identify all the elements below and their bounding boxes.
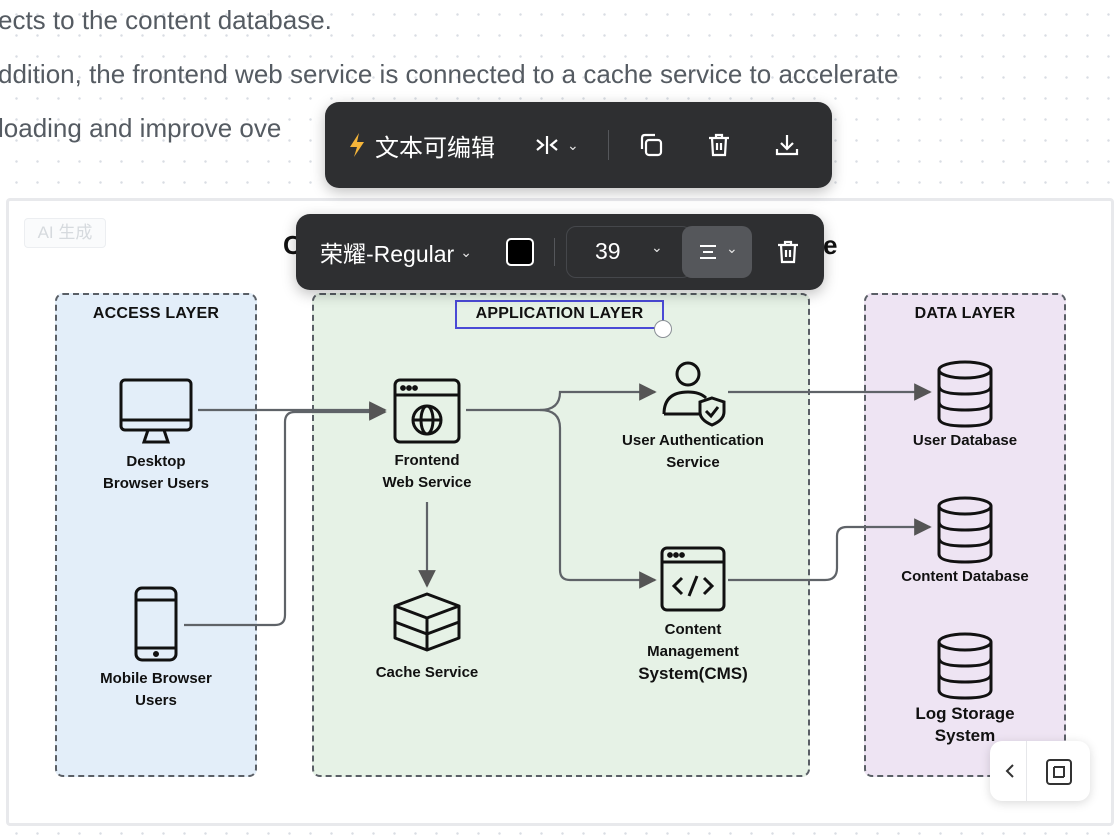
flip-dropdown-button[interactable]: ⌄ <box>533 130 579 160</box>
resize-handle[interactable] <box>654 320 672 338</box>
control-divider <box>1026 741 1027 801</box>
content-database-label[interactable]: Content Database <box>901 568 1029 585</box>
download-icon <box>775 135 799 156</box>
toolbar-divider <box>608 130 609 160</box>
flip-icon <box>536 136 558 154</box>
editable-text-button[interactable]: 文本可编辑 <box>347 130 495 162</box>
user-shield-icon <box>662 361 726 427</box>
trash-icon <box>709 133 729 157</box>
delete-text-button[interactable] <box>772 236 804 268</box>
font-size-dropdown[interactable]: 39 ⌄ <box>566 226 692 278</box>
diagram-title-right[interactable]: e <box>823 230 838 260</box>
ai-generated-badge: AI 生成 <box>24 218 106 248</box>
log-storage-database-icon <box>937 632 993 700</box>
code-window-icon <box>660 546 726 612</box>
chevron-left-icon <box>1005 764 1014 778</box>
application-layer-title[interactable]: APPLICATION LAYER <box>475 305 644 322</box>
collapse-button[interactable] <box>1000 759 1020 783</box>
download-button[interactable] <box>771 130 803 160</box>
desktop-monitor-icon <box>119 378 193 444</box>
document-line-2: ddition, the frontend web service is con… <box>0 59 899 89</box>
object-toolbar: 文本可编辑 ⌄ <box>325 102 832 188</box>
text-align-dropdown[interactable]: ⌄ <box>682 226 752 278</box>
font-family-dropdown[interactable]: 荣耀-Regular ⌄ <box>320 241 472 267</box>
connector-lines <box>184 383 932 627</box>
trash-icon <box>778 240 798 264</box>
chevron-down-icon: ⌄ <box>567 136 579 153</box>
web-browser-globe-icon <box>393 378 461 444</box>
chevron-down-icon: ⌄ <box>460 243 472 260</box>
text-color-button[interactable] <box>504 236 536 268</box>
mobile-phone-icon <box>134 586 178 662</box>
cache-layers-icon <box>393 592 461 652</box>
document-line-1: ects to the content database. <box>0 5 332 35</box>
cache-service-label[interactable]: Cache Service <box>375 664 479 681</box>
expand-icon <box>1046 759 1072 785</box>
access-layer-lane[interactable] <box>55 293 257 777</box>
content-database-icon <box>937 496 993 564</box>
lightning-icon <box>350 133 364 157</box>
color-swatch <box>506 238 534 266</box>
copy-icon <box>640 133 663 157</box>
chevron-down-icon: ⌄ <box>651 239 663 255</box>
fullscreen-button[interactable] <box>1044 757 1074 787</box>
document-line-3: loading and improve ove <box>0 113 282 143</box>
data-layer-lane[interactable] <box>864 293 1066 777</box>
align-center-icon <box>700 245 716 259</box>
data-layer-title[interactable]: DATA LAYER <box>914 305 1016 322</box>
delete-button[interactable] <box>703 130 735 160</box>
copy-button[interactable] <box>635 130 667 160</box>
toolbar-divider <box>554 238 555 266</box>
chevron-down-icon: ⌄ <box>726 240 738 256</box>
user-database-label[interactable]: User Database <box>912 432 1018 449</box>
access-layer-title[interactable]: ACCESS LAYER <box>92 305 220 322</box>
text-selection-box[interactable] <box>455 300 664 329</box>
canvas-controls <box>990 741 1090 801</box>
user-database-icon <box>937 360 993 428</box>
text-format-toolbar: 荣耀-Regular ⌄ 39 ⌄ ⌄ <box>296 214 824 290</box>
